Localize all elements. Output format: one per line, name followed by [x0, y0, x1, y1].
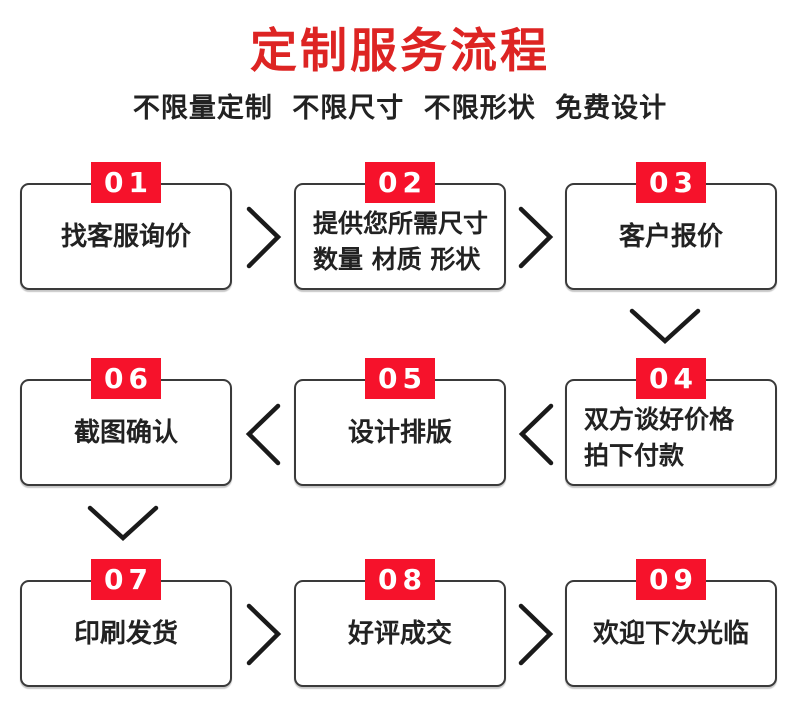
page-title: 定制服务流程 [250, 24, 550, 79]
step-text: 双方谈好价格 [584, 404, 735, 434]
arrow-down-icon [629, 308, 701, 345]
arrow-down-icon [87, 505, 159, 542]
step-number-badge: 01 [91, 162, 161, 203]
step-text: 截图确认 [73, 417, 178, 448]
step-number-badge: 06 [91, 358, 161, 399]
step-number-badge: 03 [636, 162, 706, 203]
arrow-right-icon [518, 603, 554, 666]
step-text: 欢迎下次光临 [592, 618, 749, 649]
arrow-right-icon [518, 206, 554, 269]
page-subtitle: 不限量定制 不限尺寸 不限形状 免费设计 [132, 93, 668, 124]
step-box-09: 欢迎下次光临 [565, 580, 777, 687]
step-text: 找客服询价 [60, 221, 191, 252]
step-text: 数量 材质 形状 [313, 244, 481, 274]
step-text: 提供您所需尺寸 [313, 208, 489, 238]
step-number-badge: 08 [365, 559, 435, 600]
step-text: 好评成交 [347, 618, 452, 649]
step-number-badge: 09 [636, 559, 706, 600]
step-number-badge: 05 [365, 358, 435, 399]
arrow-left-icon [518, 403, 554, 466]
arrow-right-icon [246, 206, 282, 269]
arrow-right-icon [246, 603, 282, 666]
step-text: 印刷发货 [73, 618, 178, 649]
arrow-left-icon [245, 403, 281, 466]
step-text: 设计排版 [347, 417, 452, 448]
step-number-badge: 07 [91, 559, 161, 600]
step-text: 拍下付款 [584, 440, 685, 470]
step-number-badge: 04 [636, 358, 706, 399]
step-text: 客户报价 [618, 221, 723, 252]
step-number-badge: 02 [365, 162, 435, 203]
